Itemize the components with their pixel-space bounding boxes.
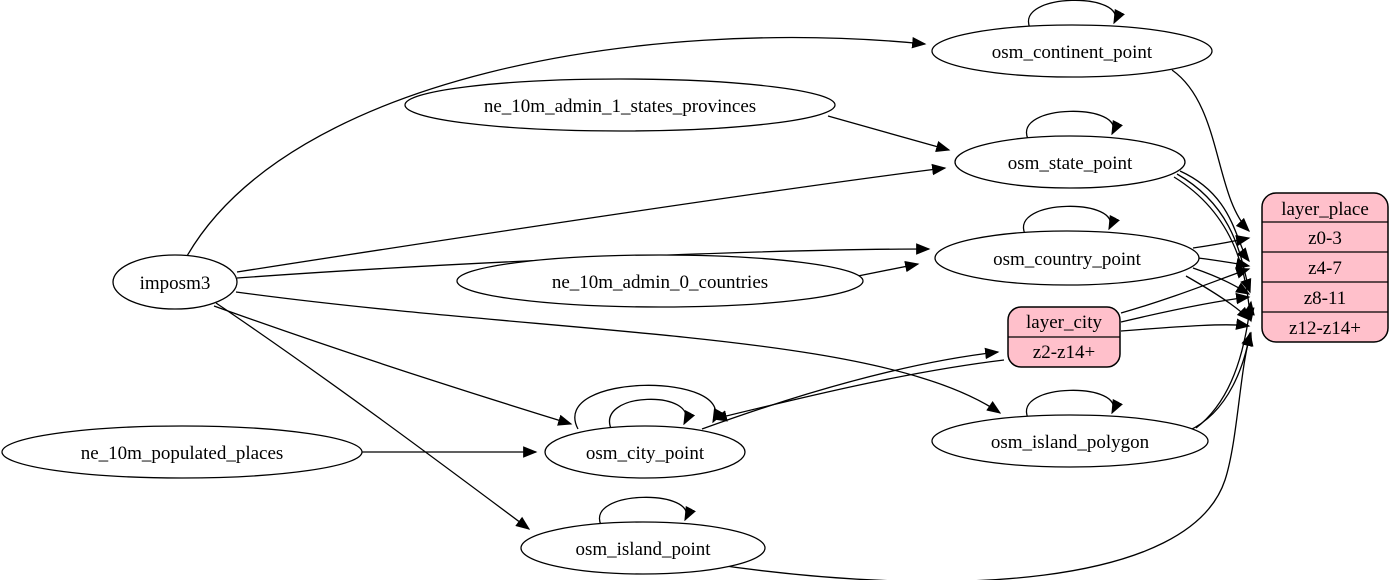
record-layer_place-row-z0-3: z0-3 [1308, 228, 1342, 249]
node-osm_island_point-label: osm_island_point [575, 539, 711, 560]
edge-layer_city-osm_city_point [712, 359, 1005, 422]
edge-imposm3-osm_state_point [236, 163, 947, 273]
record-layer_place-title: layer_place [1281, 199, 1369, 220]
edge-osm_island_polygon-layer_place-z12-z14 [1187, 331, 1254, 432]
edge-group [186, 0, 1255, 580]
node-osm_city_point-label: osm_city_point [586, 443, 705, 464]
edge-ne_10m_admin_0_countries-osm_country_point [857, 260, 920, 277]
record-layer_place-row-z4-7: z4-7 [1308, 258, 1342, 279]
edge-layer_city-layer_place-z4-7 [1120, 267, 1251, 314]
node-osm_continent_point-shape [931, 24, 1213, 78]
node-osm_island_polygon-shape [931, 414, 1209, 468]
self-loop-osm_island_point [598, 496, 696, 526]
self-loop-osm_country_point [1022, 205, 1120, 235]
node-osm_country_point-shape [934, 230, 1200, 286]
edge-osm_state_point-layer_place-z8-11 [1176, 173, 1252, 294]
node-imposm3-shape [112, 254, 238, 310]
edge-osm_island_polygon-layer_place-z8-11 [1195, 300, 1255, 429]
node-osm_country_point: osm_country_point [934, 230, 1200, 286]
node-ne_10m_admin_0_countries: ne_10m_admin_0_countries [456, 254, 864, 308]
node-osm_city_point-shape [544, 425, 746, 479]
node-osm_island_polygon-label: osm_island_polygon [991, 432, 1150, 453]
edge-osm_country_point-layer_place-z8-11 [1192, 267, 1251, 295]
node-osm_continent_point: osm_continent_point [931, 24, 1213, 78]
node-osm_state_point-label: osm_state_point [1008, 153, 1133, 174]
self-loop-osm_city_point-inner [608, 398, 696, 432]
record-layer_place: layer_place z0-3 z4-7 z8-11 z12-z14+ [1261, 192, 1389, 343]
node-ne_10m_populated_places-label: ne_10m_populated_places [81, 443, 284, 464]
self-loop-osm_continent_point [1027, 0, 1125, 29]
edge-imposm3-osm_island_polygon [235, 291, 1002, 414]
node-osm_continent_point-label: osm_continent_point [992, 42, 1153, 63]
edge-osm_city_point-layer_city [701, 347, 1000, 430]
edge-layer_city-layer_place-z8-11 [1120, 292, 1251, 323]
edge-osm_state_point-layer_place-z4-7 [1179, 170, 1250, 263]
node-ne_10m_admin_1_states_provinces-label: ne_10m_admin_1_states_provinces [484, 96, 756, 117]
node-imposm3: imposm3 [112, 254, 238, 310]
node-osm_state_point-shape [954, 135, 1186, 189]
self-loop-osm_state_point [1025, 110, 1123, 140]
node-osm_island_point: osm_island_point [520, 521, 766, 575]
edge-osm_country_point-layer_place-z12-z14 [1185, 275, 1252, 322]
node-osm_city_point: osm_city_point [544, 425, 746, 479]
self-loop-osm_island_polygon [1025, 389, 1123, 419]
node-ne_10m_populated_places-shape [1, 425, 363, 479]
edge-imposm3-osm_island_point [215, 302, 531, 530]
node-ne_10m_admin_1_states_provinces: ne_10m_admin_1_states_provinces [404, 78, 836, 132]
node-osm_state_point: osm_state_point [954, 135, 1186, 189]
record-layer_place-box [1261, 192, 1389, 343]
edge-layer_city-layer_place-z12-z14 [1120, 318, 1251, 332]
node-imposm3-label: imposm3 [140, 273, 211, 294]
edge-osm_continent_point-layer_place-z0-3 [1171, 69, 1251, 233]
node-ne_10m_populated_places: ne_10m_populated_places [1, 425, 363, 479]
node-osm_island_polygon: osm_island_polygon [931, 414, 1209, 468]
self-loop-osm_city_point-outer [574, 384, 725, 430]
edge-ne_10m_admin_1_states_provinces-osm_state_point [827, 115, 951, 153]
node-ne_10m_admin_0_countries-shape [456, 254, 864, 308]
record-layer_city: layer_city z2-z14+ [1007, 306, 1121, 368]
record-layer_place-row-z12-z14: z12-z14+ [1289, 318, 1361, 339]
node-osm_island_point-shape [520, 521, 766, 575]
node-ne_10m_admin_0_countries-label: ne_10m_admin_0_countries [552, 272, 768, 293]
record-layer_city-title: layer_city [1026, 312, 1102, 333]
edge-imposm3-osm_city_point [213, 305, 573, 426]
edge-osm_country_point-layer_place-z4-7 [1197, 257, 1251, 270]
edge-imposm3-osm_continent_point [186, 36, 927, 257]
edge-osm_country_point-layer_place-z0-3 [1192, 234, 1251, 249]
node-osm_country_point-label: osm_country_point [993, 249, 1141, 270]
edge-osm_island_point-layer_place-z12-z14 [704, 331, 1253, 580]
record-layer_place-row-z8-11: z8-11 [1304, 288, 1347, 309]
node-ne_10m_admin_1_states_provinces-shape [404, 78, 836, 132]
record-layer_city-row-z2-z14: z2-z14+ [1033, 342, 1095, 363]
